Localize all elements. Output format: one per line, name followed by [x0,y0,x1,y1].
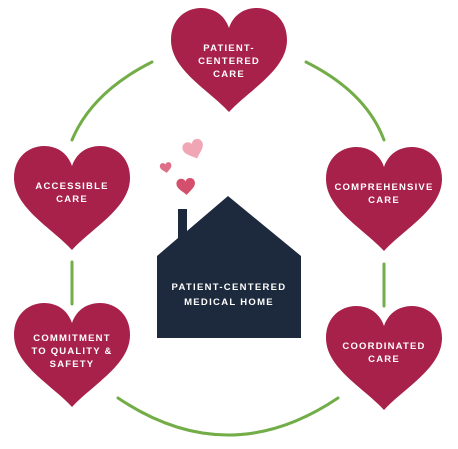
house-label-line2: MEDICAL HOME [184,297,274,308]
heart-label-line: TO QUALITY & [31,346,112,357]
heart-label-line: CARE [368,354,400,365]
heart-label-line: CARE [368,195,400,206]
heart-label-line: CARE [213,69,245,80]
heart-accessible-care: ACCESSIBLE CARE [14,146,130,250]
heart-label-line: COMMITMENT [33,333,110,344]
heart-label-line: SAFETY [50,359,95,370]
smoke-heart-icon-low [176,177,196,196]
heart-label-line: COMPREHENSIVE [334,182,433,193]
smoke-heart-icon-large [180,137,207,163]
connector-top-right [304,60,386,142]
house-icon [157,196,301,338]
heart-patient-centered-care: PATIENT- CENTERED CARE [171,8,287,112]
heart-label-line: CARE [56,194,88,205]
connector-bottom [116,396,340,437]
heart-label-line: COORDINATED [342,341,425,352]
heart-label-line: ACCESSIBLE [35,181,108,192]
connector-top-left [70,60,154,142]
heart-comprehensive-care: COMPREHENSIVE CARE [326,147,442,251]
heart-commitment-to-quality-safety: COMMITMENT TO QUALITY & SAFETY [14,303,130,407]
smoke-heart-icon-small [159,161,173,174]
heart-label-line: CENTERED [198,56,260,67]
heart-label-line: PATIENT- [203,43,254,54]
house-label-line1: PATIENT-CENTERED [172,282,287,293]
heart-coordinated-care: COORDINATED CARE [326,306,442,410]
smoke-hearts [159,137,207,196]
connector-lines [70,60,386,437]
